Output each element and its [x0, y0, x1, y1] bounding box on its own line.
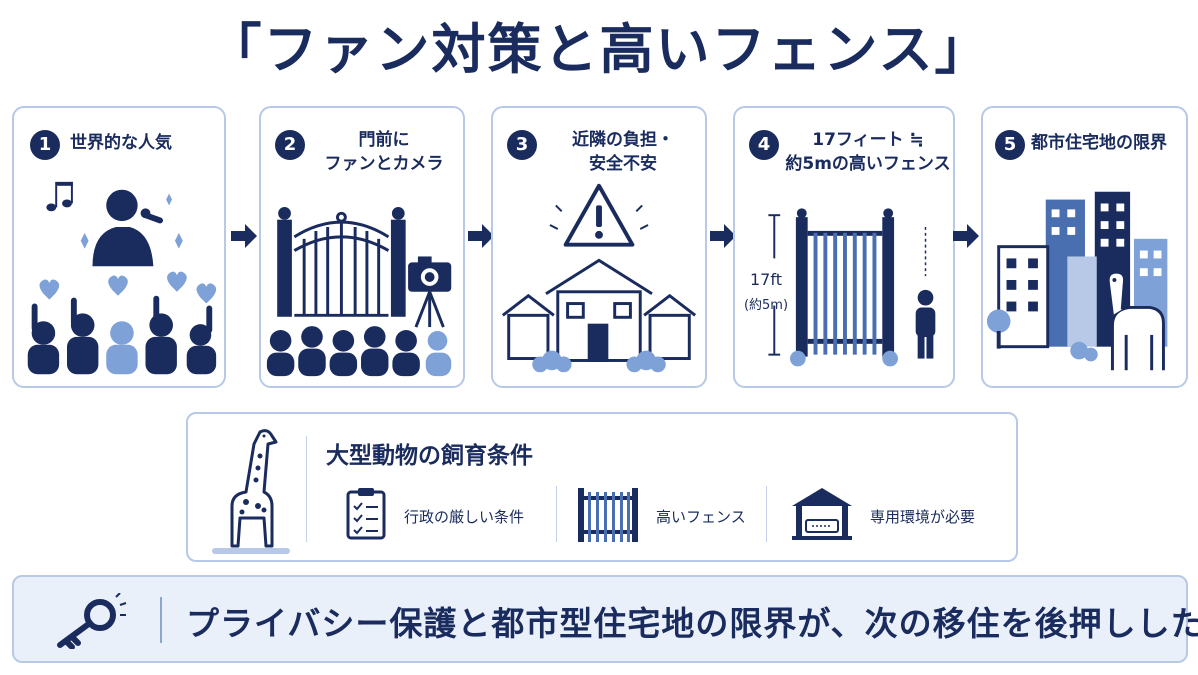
house-icon [501, 258, 697, 362]
step-label-1: 世界的な人気 [70, 133, 172, 153]
crowd-icon [266, 326, 452, 377]
arrow-right-icon [231, 224, 257, 248]
step-label-4: 17フィート ≒ 約5mの高いフェンス [785, 130, 951, 174]
camera-icon [408, 256, 452, 328]
step-label-2: 門前に ファンとカメラ [324, 130, 444, 174]
singer-icon [92, 189, 163, 267]
step-number-1: 1 [30, 130, 60, 160]
condition-label: 専用環境が必要 [870, 508, 976, 526]
fence-icon [795, 208, 895, 357]
condition-item: 行政の厳しい条件 [344, 484, 554, 544]
warning-icon [549, 183, 649, 247]
gate-camera-illustration [266, 206, 452, 377]
tree-icon [986, 309, 1011, 349]
animal-section-title: 大型動物の飼育条件 [326, 443, 533, 469]
city-alpaca-illustration [986, 191, 1168, 371]
tall-fence-illustration [768, 208, 936, 367]
condition-label: 高いフェンス [656, 508, 746, 526]
shelter-icon [792, 488, 852, 540]
giraffe-icon [212, 429, 290, 554]
arrow-right-icon [953, 224, 979, 248]
animal-conditions-panel: 大型動物の飼育条件 行政の厳しい条件 高いフェンス [186, 412, 1018, 562]
alpaca-icon [1106, 270, 1165, 371]
page-title: 「ファン対策と高いフェンス」 [207, 18, 991, 81]
key-icon [57, 593, 127, 649]
crowd-icon [27, 295, 217, 375]
divider [556, 486, 557, 542]
step-card-2: 2 門前に ファンとカメラ [259, 106, 465, 388]
arrow-right-icon [468, 224, 494, 248]
checklist-icon [346, 488, 386, 540]
step-number-4: 4 [749, 130, 779, 160]
condition-item: 専用環境が必要 [788, 484, 1008, 544]
step-card-5: 5 都市住宅地の限界 [981, 106, 1188, 388]
step-card-3: 3 近隣の負担・ 安全不安 [491, 106, 707, 388]
divider [160, 597, 162, 643]
step-label-3: 近隣の負担・ 安全不安 [572, 130, 674, 174]
step-number-3: 3 [507, 130, 537, 160]
conclusion-banner: プライバシー保護と都市型住宅地の限界が、次の移住を後押しした [12, 575, 1198, 663]
step-number-2: 2 [275, 130, 305, 160]
condition-item: 高いフェンス [576, 484, 756, 544]
step-card-1: 1 世界的な人気 [12, 106, 226, 388]
fence-icon [578, 488, 638, 542]
step-number-5: 5 [995, 130, 1025, 160]
neighborhood-warning-illustration [501, 183, 697, 373]
singer-crowd-illustration [27, 181, 217, 375]
step-card-4: 4 17フィート ≒ 約5mの高いフェンス 17ft (約5m) [733, 106, 955, 388]
step-label-5: 都市住宅地の限界 [1031, 133, 1167, 153]
arrow-right-icon [710, 224, 736, 248]
condition-label: 行政の厳しい条件 [404, 508, 525, 526]
heart-icons [39, 271, 217, 304]
conclusion-text: プライバシー保護と都市型住宅地の限界が、次の移住を後押しした [186, 604, 1198, 643]
divider [766, 486, 767, 542]
fence-height-metric: (約5m) [743, 298, 789, 313]
fence-height-label: 17ft [750, 270, 782, 289]
person-icon [915, 289, 936, 359]
gate-icon [277, 206, 406, 317]
music-note-icon [46, 181, 73, 212]
divider [306, 436, 307, 542]
